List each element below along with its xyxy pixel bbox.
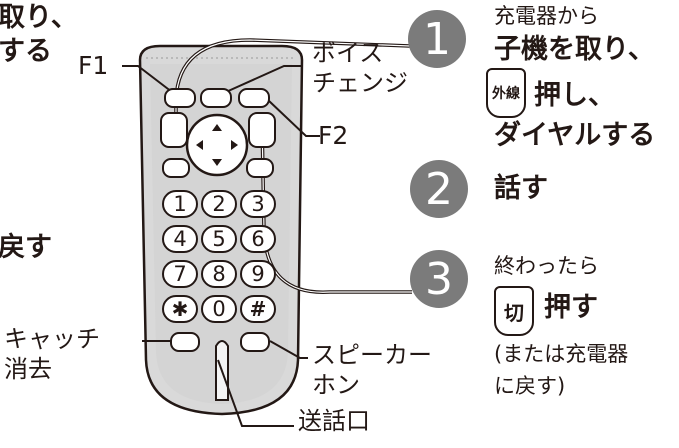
key-3[interactable]: 3 xyxy=(240,190,276,218)
outside-line-key-icon: 外線 xyxy=(486,68,526,118)
step-3-line4: に戻す) xyxy=(494,374,566,398)
left-soft-key[interactable] xyxy=(162,158,190,178)
step-3-line2: 押す xyxy=(544,292,598,323)
label-speakerphone-line2: ホン xyxy=(312,371,360,399)
cut-text-top: 取り、 xyxy=(0,2,78,33)
key-hash[interactable]: # xyxy=(240,295,276,323)
label-catch-line2: 消去 xyxy=(4,355,52,383)
step-3-line3: (または充電器 xyxy=(494,342,629,366)
step-2-number: 2 xyxy=(410,160,468,218)
catch-delete-key[interactable] xyxy=(170,332,200,352)
label-mouthpiece: 送話口 xyxy=(298,407,370,435)
step-1-line1: 充電器から xyxy=(494,4,599,28)
label-f1: F1 xyxy=(78,51,109,80)
step-1-number: 1 xyxy=(408,10,466,68)
off-key[interactable] xyxy=(248,112,276,148)
label-f2: F2 xyxy=(318,121,349,150)
talk-key[interactable] xyxy=(160,112,188,148)
key-7[interactable]: 7 xyxy=(162,260,198,288)
step-3-number: 3 xyxy=(410,250,468,308)
key-9[interactable]: 9 xyxy=(240,260,276,288)
key-2[interactable]: 2 xyxy=(201,190,237,218)
key-6[interactable]: 6 xyxy=(240,225,276,253)
navigation-ring xyxy=(185,113,249,177)
key-8[interactable]: 8 xyxy=(201,260,237,288)
f1-key[interactable] xyxy=(164,88,196,108)
voice-change-key[interactable] xyxy=(200,88,232,108)
step-2-line1: 話す xyxy=(494,173,548,204)
step-1-line2: 子機を取り、 xyxy=(494,34,655,65)
label-speakerphone-line1: スピーカー xyxy=(312,341,432,369)
key-1[interactable]: 1 xyxy=(162,190,198,218)
cut-text-middle: する xyxy=(0,36,52,67)
step-1-line4: ダイヤルする xyxy=(494,120,656,151)
step-3-line1: 終わったら xyxy=(494,254,599,278)
step-1-line3: 押し、 xyxy=(534,80,615,111)
speakerphone-key[interactable] xyxy=(240,332,270,352)
key-star[interactable]: ✱ xyxy=(162,295,198,323)
label-voice-change-line2: チェンジ xyxy=(312,69,408,97)
off-key-icon: 切 xyxy=(494,286,534,336)
cut-text-bottom: 戻す xyxy=(0,232,52,263)
label-voice-change-line1: ボイス xyxy=(312,39,384,67)
key-4[interactable]: 4 xyxy=(162,225,198,253)
right-soft-key[interactable] xyxy=(246,158,274,178)
label-catch-line1: キャッチ xyxy=(4,325,100,353)
key-5[interactable]: 5 xyxy=(201,225,237,253)
key-0[interactable]: 0 xyxy=(201,295,237,323)
f2-key[interactable] xyxy=(238,88,270,108)
